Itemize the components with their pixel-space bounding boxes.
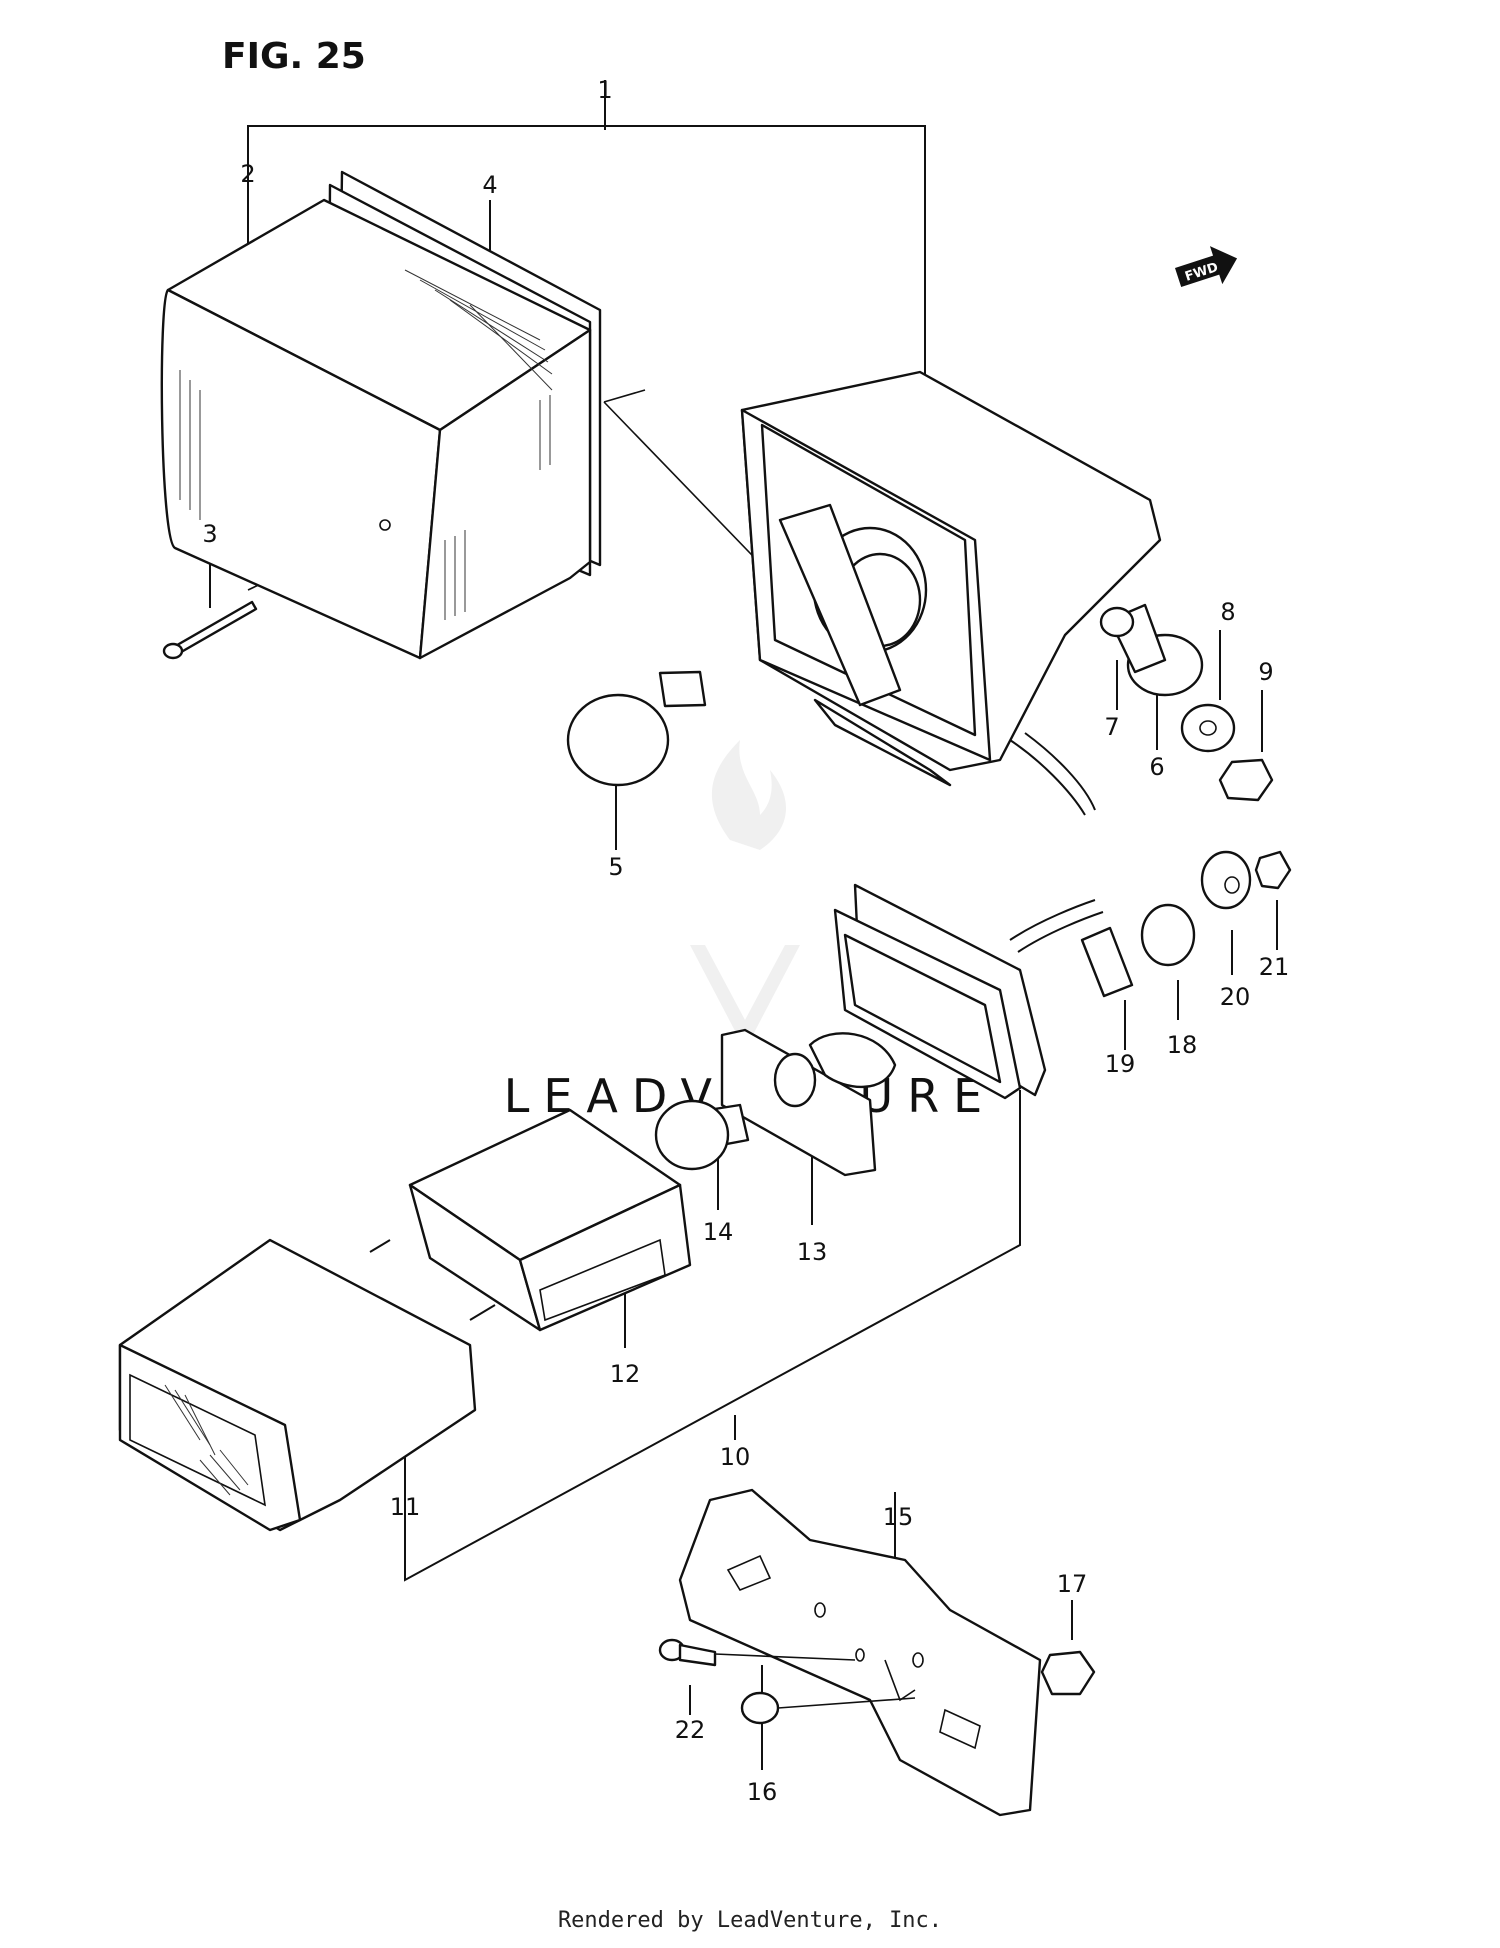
callout-16: 16 xyxy=(747,1778,778,1806)
callout-3: 3 xyxy=(202,520,217,548)
bulb-5 xyxy=(566,670,707,787)
callout-8: 8 xyxy=(1220,598,1235,626)
callout-13: 13 xyxy=(797,1238,828,1266)
callout-6: 6 xyxy=(1149,753,1164,781)
callout-20: 20 xyxy=(1220,983,1251,1011)
tail-lamp-lens xyxy=(160,170,602,660)
license-lamp-base xyxy=(833,883,1104,1100)
callout-18: 18 xyxy=(1167,1031,1198,1059)
screw-3 xyxy=(162,600,258,660)
callout-10: 10 xyxy=(720,1443,751,1471)
render-credit-footer: Rendered by LeadVenture, Inc. xyxy=(557,1908,943,1933)
callout-15: 15 xyxy=(883,1503,914,1531)
callout-4: 4 xyxy=(482,171,497,199)
callout-9: 9 xyxy=(1258,658,1273,686)
callout-labels: 1 2 3 4 5 6 7 8 9 10 11 12 13 14 15 16 1… xyxy=(202,76,1289,1806)
callout-21: 21 xyxy=(1259,953,1290,981)
tail-lamp-housing xyxy=(740,370,1162,816)
callout-5: 5 xyxy=(608,853,623,881)
callout-7: 7 xyxy=(1104,713,1119,741)
callout-11: 11 xyxy=(390,1493,421,1521)
leader-lines-upper xyxy=(209,80,926,850)
bulb-14 xyxy=(654,1099,750,1171)
fwd-arrow-icon: FWD xyxy=(1175,246,1238,288)
callout-17: 17 xyxy=(1057,1570,1088,1598)
license-lamp-lens-11 xyxy=(118,1238,496,1532)
callout-12: 12 xyxy=(610,1360,641,1388)
reflector-12 xyxy=(408,1108,692,1332)
bracket-plate-13 xyxy=(720,1028,897,1177)
figure-title: FIG. 25 xyxy=(222,36,366,77)
callout-19: 19 xyxy=(1105,1050,1136,1078)
socket-parts-upper xyxy=(1099,603,1274,802)
socket-parts-lower xyxy=(1080,850,1292,998)
callout-2: 2 xyxy=(240,160,255,188)
callout-1: 1 xyxy=(597,76,612,104)
callout-14: 14 xyxy=(703,1218,734,1246)
license-bracket-15 xyxy=(658,1488,1096,1817)
callout-22: 22 xyxy=(675,1716,706,1744)
